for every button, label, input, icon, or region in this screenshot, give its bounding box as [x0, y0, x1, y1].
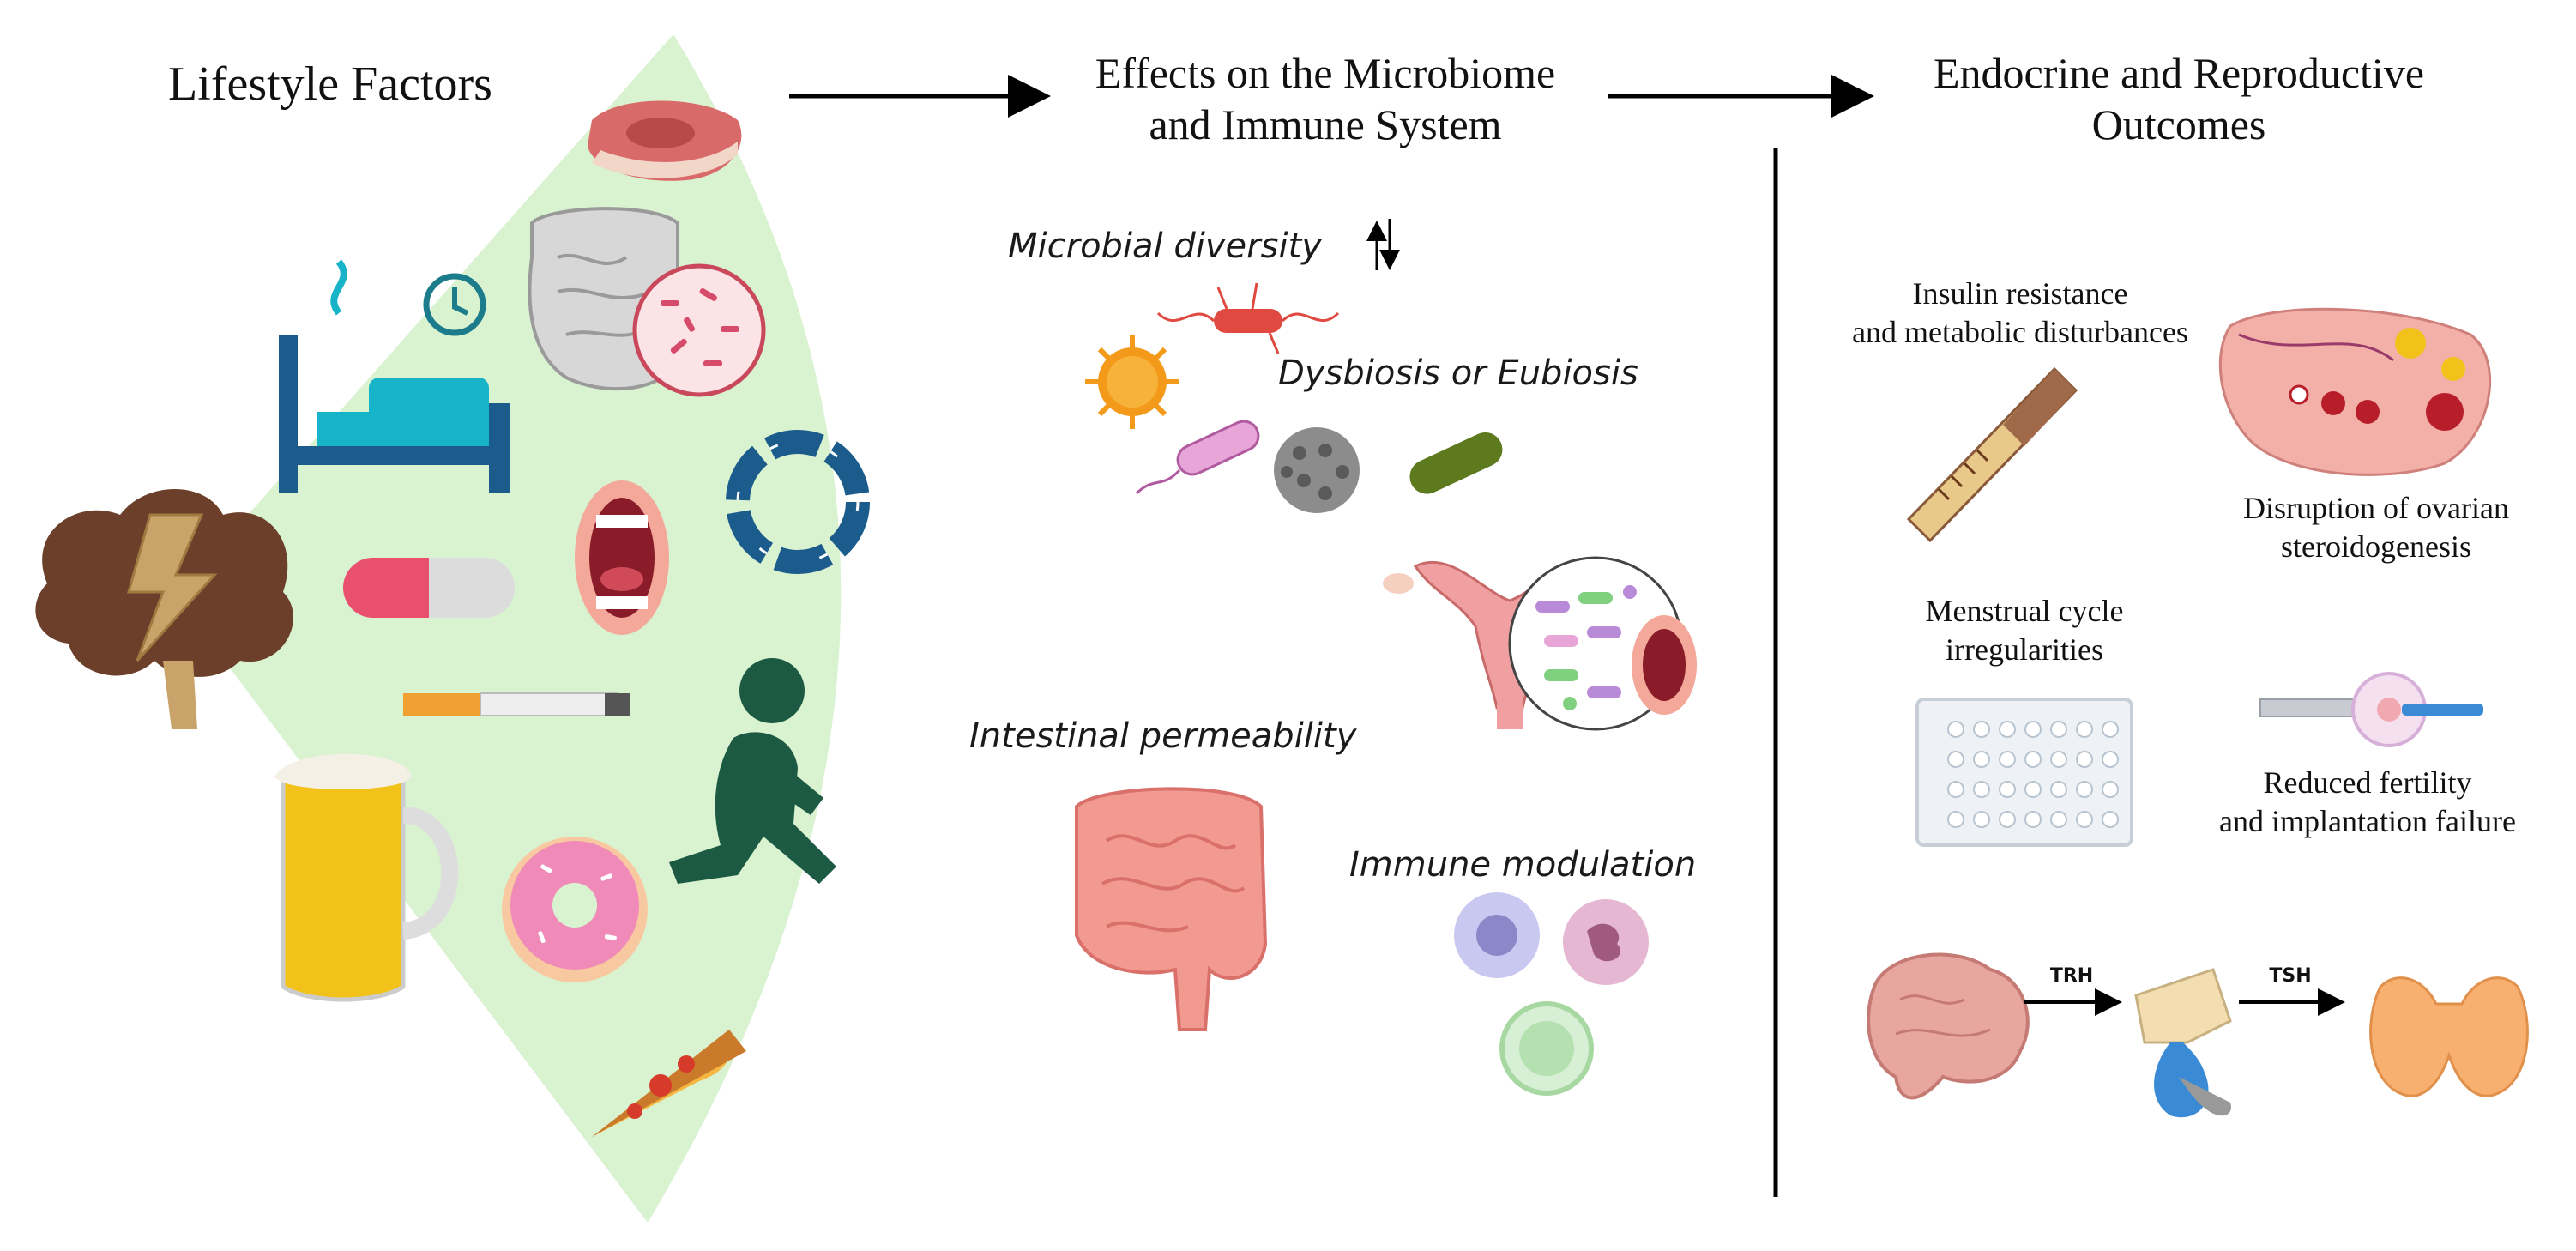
- circadian-cycle-icon: [726, 430, 870, 574]
- ovarian-steroidogenesis-line1: Disruption of ovarian: [2243, 491, 2509, 525]
- insulin-resistance-label: Insulin resistance and metabolic disturb…: [1819, 275, 2222, 352]
- insulin-resistance-line1: Insulin resistance: [1912, 276, 2128, 311]
- trh-label: TRH: [2049, 965, 2094, 987]
- menstrual-irregularities-line1: Menstrual cycle: [1925, 594, 2124, 628]
- physical-activity-icon: [669, 658, 836, 884]
- outcomes-heading: Endocrine and Reproductive Outcomes: [1836, 47, 2522, 150]
- immune-cells-icon: [1454, 892, 1649, 1096]
- intestinal-permeability-label: Intestinal permeability: [969, 716, 1357, 756]
- immune-modulation-label: Immune modulation: [1349, 845, 1697, 885]
- flagellated-bacterium-icon: [1156, 282, 1340, 354]
- effects-heading-line2: and Immune System: [1149, 100, 1502, 148]
- virus-icon: [1085, 335, 1179, 429]
- gut-microbiota-icon: [528, 207, 766, 397]
- ovarian-steroidogenesis-line2: steroidogenesis: [2281, 529, 2471, 564]
- ovary-icon: [2218, 307, 2492, 476]
- meat-icon: [588, 100, 742, 181]
- menstrual-irregularities-line2: irregularities: [1946, 632, 2103, 667]
- reduced-fertility-label: Reduced fertility and implantation failu…: [2170, 764, 2565, 841]
- lifestyle-heading: Lifestyle Factors: [168, 57, 492, 111]
- embryo-implantation-icon: [2259, 672, 2483, 747]
- outcomes-heading-line2: Outcomes: [2091, 100, 2266, 148]
- hpt-axis-diagram: [1867, 952, 2529, 1118]
- medication-pill-icon: [343, 558, 515, 618]
- intestine-icon: [1075, 787, 1268, 1031]
- effects-heading-line1: Effects on the Microbiome: [1095, 49, 1556, 97]
- effects-heading: Effects on the Microbiome and Immune Sys…: [1017, 47, 1634, 150]
- smoking-cigarette-icon: [403, 692, 630, 716]
- reproductive-microbiome-icon: [1383, 556, 1697, 731]
- thyroid-icon: [2369, 976, 2529, 1097]
- microbial-diversity-label: Microbial diversity: [1008, 227, 1322, 266]
- bacillus-icon: [1135, 420, 1260, 495]
- insulin-pen-icon: [1906, 366, 2078, 543]
- menstrual-calendar-icon: [1915, 698, 2133, 847]
- tsh-label: TSH: [2269, 965, 2312, 987]
- reduced-fertility-line2: and implantation failure: [2219, 804, 2516, 838]
- outcomes-heading-line1: Endocrine and Reproductive: [1933, 49, 2425, 97]
- reduced-fertility-line1: Reduced fertility: [2263, 765, 2472, 800]
- clock-icon: [423, 273, 486, 336]
- pituitary-icon: [2134, 968, 2232, 1118]
- menstrual-irregularities-label: Menstrual cycle irregularities: [1870, 592, 2179, 669]
- donut-icon: [502, 837, 648, 982]
- increase-decrease-arrows-icon: [1366, 219, 1400, 270]
- ovarian-steroidogenesis-label: Disruption of ovarian steroidogenesis: [2183, 489, 2569, 566]
- oral-microbiome-icon: [575, 480, 669, 635]
- spherical-virus-icon: [1274, 427, 1360, 513]
- pizza-icon: [592, 1030, 746, 1137]
- rod-bacterium-icon: [1409, 432, 1503, 494]
- stress-brain-icon: [35, 489, 293, 729]
- brain-icon: [1867, 952, 2030, 1100]
- sedentary-sofa-icon: [279, 259, 510, 493]
- dysbiosis-eubiosis-label: Dysbiosis or Eubiosis: [1278, 354, 1638, 393]
- insulin-resistance-line2: and metabolic disturbances: [1852, 315, 2188, 349]
- alcohol-beer-icon: [274, 753, 459, 1002]
